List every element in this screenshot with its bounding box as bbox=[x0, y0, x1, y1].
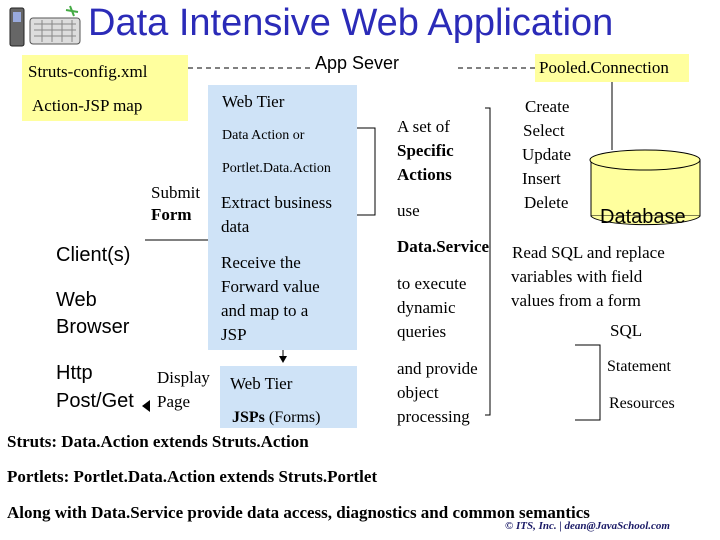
receive-line-4: JSP bbox=[221, 325, 247, 344]
receive-line-2: Forward value bbox=[221, 277, 320, 296]
read-sql-line-1: Read SQL and replace bbox=[512, 243, 665, 262]
execute-line-2: dynamic bbox=[397, 298, 456, 317]
extract-line-1: Extract business bbox=[221, 193, 332, 212]
sql-op-create: Create bbox=[525, 97, 570, 116]
actions-bracket-line bbox=[485, 107, 491, 416]
sql-label: SQL bbox=[610, 321, 643, 340]
extract-line-2: data bbox=[221, 217, 250, 236]
jsps-forms-label: JSPs (Forms) bbox=[232, 409, 320, 427]
sql-op-delete: Delete bbox=[524, 193, 569, 212]
form-label: Form bbox=[151, 205, 192, 224]
pooled-connection-box bbox=[535, 54, 689, 82]
struts-config-label: Struts-config.xml bbox=[28, 62, 148, 81]
sql-op-select: Select bbox=[523, 121, 565, 140]
along-with-footer: Along with Data.Service provide data acc… bbox=[7, 503, 590, 522]
provide-line-2: object bbox=[397, 383, 439, 402]
read-sql-line-2: variables with field bbox=[511, 267, 643, 286]
statement-label: Statement bbox=[607, 358, 671, 375]
resources-bracket-line bbox=[575, 344, 601, 421]
actions-line-1: A set of bbox=[397, 117, 450, 136]
database-label: Database bbox=[600, 206, 686, 228]
action-jsp-map-label: Action-JSP map bbox=[32, 96, 143, 115]
execute-line-3: queries bbox=[397, 322, 447, 341]
database-cylinder bbox=[589, 149, 701, 226]
portlet-data-action-label: Portlet.Data.Action bbox=[222, 161, 331, 176]
receive-to-jsp-head bbox=[279, 356, 287, 363]
page-title: Data Intensive Web Application bbox=[88, 2, 614, 44]
data-action-or-label: Data Action or bbox=[222, 128, 305, 143]
pooled-connection-label: Pooled.Connection bbox=[539, 58, 669, 77]
http-line-1: Http bbox=[56, 362, 93, 384]
actions-line-3: Actions bbox=[397, 165, 452, 184]
http-line-2: Post/Get bbox=[56, 390, 134, 412]
clients-label: Client(s) bbox=[56, 244, 131, 266]
page-label: Page bbox=[157, 392, 191, 411]
portlets-footer: Portlets: Portlet.Data.Action extends St… bbox=[7, 467, 378, 486]
web-tier-bottom-box bbox=[220, 366, 357, 428]
receive-line-3: and map to a bbox=[221, 301, 309, 320]
web-tier-top-box bbox=[208, 85, 357, 350]
logo-icon bbox=[4, 4, 84, 48]
execute-line-1: to execute bbox=[397, 274, 467, 293]
resources-label: Resources bbox=[609, 395, 675, 412]
display-label: Display bbox=[157, 368, 210, 387]
provide-line-1: and provide bbox=[397, 359, 478, 378]
copyright-label: © ITS, Inc. | dean@JavaSchool.com bbox=[505, 520, 670, 532]
sql-op-insert: Insert bbox=[522, 169, 561, 188]
jsps-label: JSPs bbox=[232, 409, 265, 426]
display-arrow-icon bbox=[142, 400, 150, 412]
read-sql-line-3: values from a form bbox=[511, 291, 641, 310]
use-label: use bbox=[397, 201, 420, 220]
config-box bbox=[22, 55, 188, 121]
browser-line-1: Web bbox=[56, 289, 97, 311]
data-service-label: Data.Service bbox=[397, 237, 490, 256]
actions-line-2: Specific bbox=[397, 141, 454, 160]
struts-footer: Struts: Data.Action extends Struts.Actio… bbox=[7, 432, 309, 451]
web-tier-top-label: Web Tier bbox=[222, 92, 285, 111]
receive-line-1: Receive the bbox=[221, 253, 301, 272]
submit-label: Submit bbox=[151, 183, 201, 202]
web-tier-bottom-label: Web Tier bbox=[230, 374, 293, 393]
provide-line-3: processing bbox=[397, 407, 470, 426]
forms-label: (Forms) bbox=[268, 409, 321, 426]
app-server-label: App Sever bbox=[315, 53, 400, 73]
browser-line-2: Browser bbox=[56, 316, 130, 338]
sql-op-update: Update bbox=[522, 145, 572, 164]
webtier-to-actions-line bbox=[357, 127, 376, 216]
